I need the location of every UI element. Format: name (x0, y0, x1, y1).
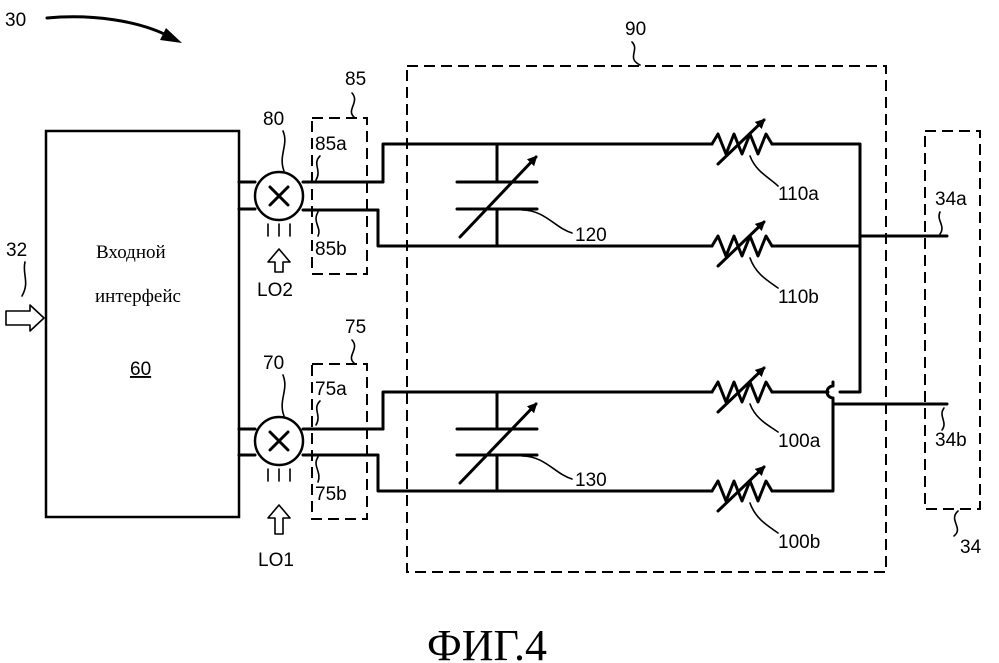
ref-80-leader (282, 131, 285, 171)
ref-110b-leader (750, 258, 778, 288)
resistor-100b (712, 481, 772, 501)
rail-upper-bottom (378, 210, 712, 246)
outputs-34-box (925, 131, 980, 509)
input-arrow (6, 305, 44, 331)
ref-90-leader (632, 42, 640, 65)
figure-caption: ФИГ.4 (427, 621, 547, 663)
resistor-100b-arrow (718, 467, 764, 511)
ref-85b-label: 85b (315, 239, 347, 260)
ref-110a-leader (750, 156, 778, 186)
resistor-110b (712, 236, 772, 256)
ref-120-label: 120 (575, 225, 607, 246)
mixer2-lo-dash (268, 224, 290, 236)
ref-120-leader (522, 210, 572, 233)
ref-34-leader (954, 511, 958, 536)
mixer1-lo-dash (268, 469, 290, 481)
ref-34b-leader (942, 408, 944, 430)
lo1-arrow-icon (268, 505, 290, 534)
input-interface-number: 60 (130, 359, 151, 380)
ref-34-label: 34 (960, 537, 982, 558)
ref-100b-label: 100b (778, 532, 820, 553)
ref-100b-leader (750, 503, 778, 533)
wire-crossover-hop (827, 382, 833, 404)
lo1-label: LO1 (258, 550, 294, 571)
resistor-100a-arrow (718, 368, 764, 412)
ref-85b-leader (316, 212, 319, 236)
ref-75-label: 75 (345, 317, 366, 338)
ref-30-label: 30 (5, 10, 26, 31)
network-90-box (407, 66, 886, 572)
ref-100a-label: 100a (778, 431, 821, 452)
ref-32-label: 32 (6, 240, 27, 261)
ref-70-leader (282, 375, 285, 416)
ref-34a-label: 34a (935, 189, 967, 210)
ref-100a-leader (750, 404, 778, 432)
resistor-110a-arrow (718, 120, 764, 164)
input-interface-title-line1: Входной (96, 242, 166, 263)
ref-75b-leader (316, 457, 319, 482)
ref-130-leader (522, 456, 572, 479)
ref-75a-label: 75a (315, 379, 347, 400)
ref-110b-label: 110b (778, 287, 819, 308)
resistor-100a (712, 382, 772, 402)
ref-75a-leader (316, 401, 320, 425)
rail-lower-bottom (378, 455, 712, 491)
ref-90-label: 90 (625, 19, 646, 40)
ref-34b-label: 34b (935, 430, 967, 451)
ref-85a-leader (316, 156, 320, 180)
ref-85a-label: 85a (315, 134, 347, 155)
input-interface-block (46, 131, 239, 517)
ref-130-label: 130 (575, 470, 607, 491)
resistor-110b-arrow (718, 222, 764, 266)
lo2-arrow-icon (268, 249, 290, 272)
ref-32-leader (22, 262, 26, 296)
ref-70-label: 70 (263, 353, 284, 374)
lo2-label: LO2 (257, 280, 293, 301)
ref-75-leader (351, 340, 354, 363)
ref-75b-label: 75b (315, 484, 347, 505)
rail-upper-top (383, 144, 712, 182)
ref-85-label: 85 (345, 69, 366, 90)
wire-110-down-to-crossover (840, 236, 860, 392)
input-interface-title-line2: интерфейс (95, 286, 181, 307)
ref-30-arrow (47, 17, 172, 38)
ref-30-arrowhead (160, 28, 182, 43)
rail-lower-top (383, 392, 712, 429)
ref-110a-label: 110a (778, 184, 819, 205)
resistor-110a (712, 134, 772, 154)
ref-34a-leader (939, 212, 942, 234)
ref-80-label: 80 (263, 109, 284, 130)
ref-85-leader (351, 93, 354, 117)
